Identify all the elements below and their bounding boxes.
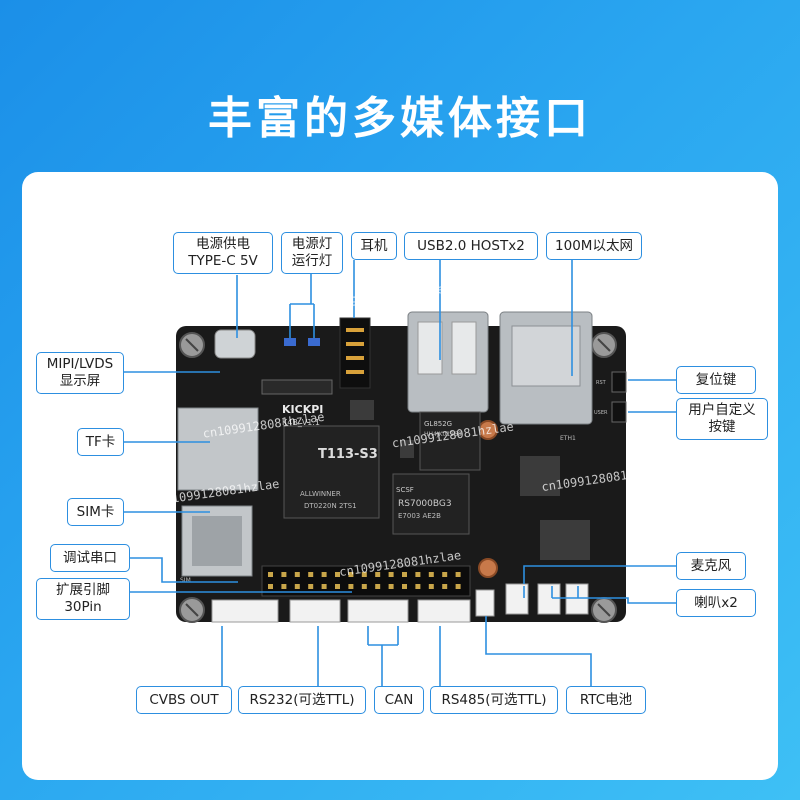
label-usb-host: USB2.0 HOSTx2 — [404, 232, 538, 260]
header-pin — [428, 572, 434, 577]
label-user-key: 用户自定义 按键 — [676, 398, 768, 440]
label-ethernet: 100M以太网 — [546, 232, 642, 260]
chip-code: DT0220N 2TS1 — [304, 502, 357, 510]
label-reset-key: 复位键 — [676, 366, 756, 394]
eth-label: ETH1 — [560, 435, 576, 442]
label-rs232: RS232(可选TTL) — [238, 686, 366, 714]
header-pin — [428, 584, 434, 589]
header-pin — [268, 572, 273, 577]
label-rs485: RS485(可选TTL) — [430, 686, 558, 714]
user-label: USER — [594, 410, 608, 416]
leader-lines — [124, 258, 676, 686]
copper-pads — [478, 420, 498, 578]
eth-code: HH4JK01160 — [424, 431, 462, 438]
label-microphone: 麦克风 — [676, 552, 746, 580]
eth-chip: GL852G — [424, 420, 452, 428]
mem-chip: RS7000BG3 — [398, 499, 452, 509]
header-pin — [281, 572, 287, 577]
fpc-connector — [261, 379, 333, 395]
header-pin — [388, 584, 394, 589]
rst-label: RST — [596, 380, 607, 386]
page-title: 丰富的多媒体接口 — [208, 93, 592, 144]
expansion-header — [261, 565, 471, 597]
header-pin — [335, 584, 340, 589]
chip-name: T113-S3 — [318, 447, 378, 462]
label-tf-card: TF卡 — [77, 428, 124, 456]
usbc-port — [214, 329, 256, 359]
header-pin — [402, 584, 407, 589]
mem-code: E7003 AE2B — [398, 512, 441, 520]
header-pin — [361, 584, 367, 589]
label-speaker: 喇叭x2 — [676, 589, 756, 617]
header-pin — [375, 584, 381, 589]
label-sim-card: SIM卡 — [67, 498, 124, 526]
header-pin — [281, 584, 287, 589]
header-pin — [375, 572, 381, 577]
label-rtc-battery: RTC电池 — [566, 686, 646, 714]
label-debug-uart: 调试串口 — [50, 544, 130, 572]
tf-slot — [177, 407, 259, 491]
label-expansion-pins: 扩展引脚 30Pin — [36, 578, 130, 620]
board-model: K4B_V1.1 — [282, 418, 320, 427]
sim-label: SIM — [180, 577, 191, 584]
header-pin — [442, 572, 448, 577]
label-mipi-lvds: MIPI/LVDS 显示屏 — [36, 352, 124, 394]
ethernet-chip — [419, 411, 481, 471]
header-pin — [415, 572, 421, 577]
mem-brand: SCSF — [396, 486, 414, 494]
header-pin — [442, 584, 448, 589]
label-power: 电源供电 TYPE-C 5V — [173, 232, 273, 274]
header-pin — [294, 584, 300, 589]
label-earphone: 耳机 — [351, 232, 397, 260]
header-pin — [348, 572, 354, 577]
header-pin — [388, 572, 394, 577]
led-power — [284, 338, 296, 346]
label-cvbs-out: CVBS OUT — [136, 686, 232, 714]
header-pin — [321, 572, 327, 577]
svg-text:cn1099128081hzlae: cn1099128081hzlae — [321, 282, 445, 313]
chip-maker: ALLWINNER — [300, 490, 341, 498]
user-button-part — [611, 401, 627, 423]
header-pin — [294, 572, 300, 577]
soc-chip — [283, 425, 380, 519]
audio-connectors — [475, 583, 589, 617]
header-pin — [455, 584, 461, 589]
header-pin — [415, 584, 421, 589]
led-run — [308, 338, 320, 346]
memory-chip — [392, 473, 470, 535]
header-pin — [335, 572, 340, 577]
reset-button-part — [611, 371, 627, 393]
header-pin — [361, 572, 367, 577]
header-pin — [348, 584, 354, 589]
header-pin — [308, 572, 314, 577]
label-can: CAN — [374, 686, 424, 714]
header-pin — [402, 572, 407, 577]
header-pin — [321, 584, 327, 589]
header-pin — [268, 584, 273, 589]
label-leds: 电源灯 运行灯 — [281, 232, 343, 274]
header-pin — [455, 572, 461, 577]
white-connectors — [211, 599, 471, 623]
board-brand: KICKPI — [282, 403, 323, 416]
header-pin — [308, 584, 314, 589]
